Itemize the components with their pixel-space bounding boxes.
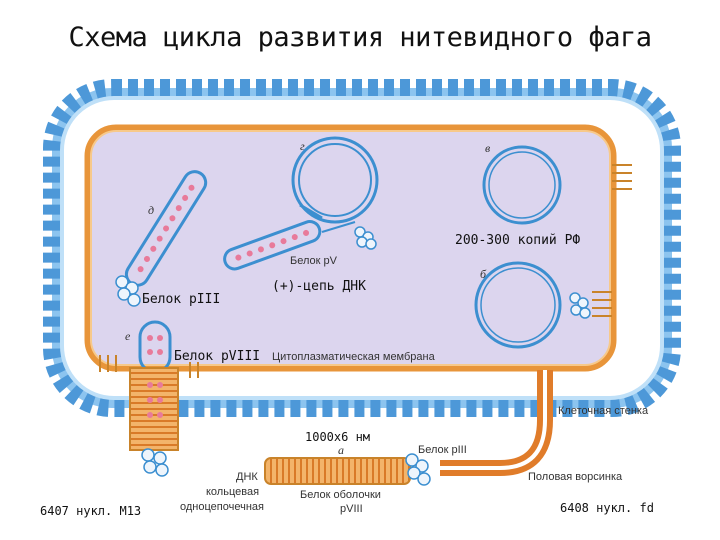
- label-coat-line1: Белок оболочки: [300, 489, 381, 501]
- label-protein-piii-left: Белок pIII: [142, 292, 220, 307]
- stage-letter-g: г: [300, 139, 305, 153]
- label-protein-pviii: Белок pVIII: [174, 349, 260, 364]
- piii-complex-left: [115, 275, 141, 307]
- page-title: Схема цикла развития нитевидного фага: [68, 22, 652, 53]
- label-copies-rf: 200-300 копий РФ: [455, 233, 580, 248]
- rf-circle-b: [474, 261, 612, 349]
- label-cell-wall: Клеточная стенка: [558, 405, 649, 417]
- stage-letter-b: б: [480, 267, 487, 281]
- label-sex-pilus: Половая ворсинка: [528, 471, 623, 483]
- label-size: 1000x6 нм: [305, 430, 370, 444]
- stage-letter-d: д: [148, 203, 154, 217]
- label-fd: 6408 нукл. fd: [560, 501, 654, 515]
- hairpin-dna-pv: [223, 220, 356, 271]
- label-m13: 6407 нукл. М13: [40, 504, 141, 518]
- label-protein-pv: Белок pV: [290, 255, 338, 267]
- label-cytoplasmic-membrane: Цитоплазматическая мембрана: [272, 351, 436, 363]
- stage-letter-v: в: [485, 141, 490, 155]
- wall-receptors-right: [612, 164, 632, 190]
- label-dna-line3: одноцепочечная: [180, 501, 264, 513]
- sex-pilus: [440, 370, 553, 476]
- extruding-phage-e: [99, 320, 199, 477]
- label-plus-strand: (+)-цепь ДНК: [272, 279, 366, 294]
- label-coat-line2: pVIII: [340, 503, 363, 515]
- stage-letter-e: е: [125, 329, 131, 343]
- label-dna-line1: ДНК: [236, 471, 258, 483]
- label-protein-piii-bottom: Белок pIII: [418, 444, 467, 456]
- phage-rod-a: [264, 453, 431, 486]
- stage-letter-a: а: [338, 443, 344, 457]
- label-dna-line2: кольцевая: [206, 486, 259, 498]
- rf-spiral-g: [291, 136, 379, 250]
- rf-circle-v: [482, 145, 562, 225]
